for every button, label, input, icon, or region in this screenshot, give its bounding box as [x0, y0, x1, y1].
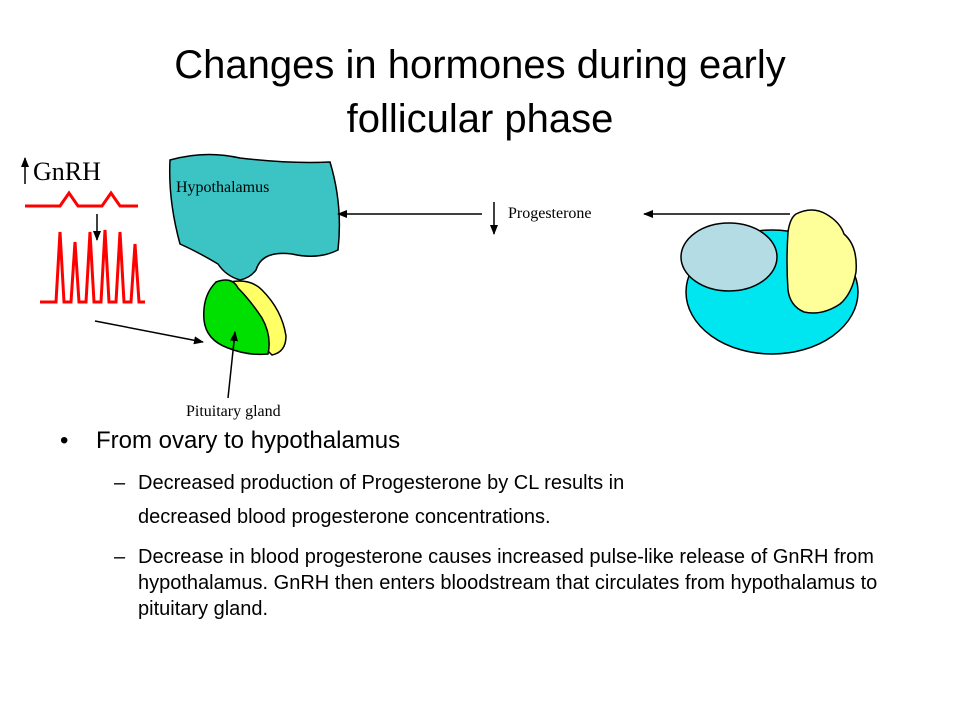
pituitary-anterior-lobe	[203, 279, 270, 356]
follicle-shape	[680, 222, 778, 292]
bullet-sub-1: – Decreased production of Progesterone b…	[60, 466, 920, 534]
bullet-sub-2: – Decrease in blood progesterone causes …	[60, 544, 920, 622]
bullet-sub-1-line-1: Decreased production of Progesterone by …	[138, 472, 625, 494]
bullet-main-text: From ovary to hypothalamus	[96, 427, 401, 454]
bullet-main: • From ovary to hypothalamus	[60, 427, 401, 454]
pituitary-pointer-arrow	[227, 331, 239, 399]
progesterone-label: Progesterone	[508, 205, 592, 222]
gnrh-label: GnRH	[33, 157, 101, 186]
gnrh-increased-pulses	[40, 229, 145, 304]
pituitary-label: Pituitary gland	[186, 403, 281, 420]
hypothalamus-label: Hypothalamus	[176, 179, 269, 196]
gnrh-to-pituitary-arrow	[94, 320, 204, 345]
bullet-sub-1-line-2: decreased blood progesterone concentrati…	[138, 506, 551, 528]
corpus-luteum-shape	[786, 209, 857, 314]
hypothalamus-shape	[168, 153, 341, 281]
gnrh-baseline-pulse	[25, 190, 138, 208]
bullet-sub-2-text: Decrease in blood progesterone causes in…	[138, 546, 878, 620]
bullet-list: • From ovary to hypothalamus – Decreased…	[60, 424, 920, 622]
title-line-1: Changes in hormones during early	[174, 43, 786, 87]
title-line-2: follicular phase	[346, 97, 614, 141]
slide-title: Changes in hormones during early follicu…	[60, 38, 900, 146]
